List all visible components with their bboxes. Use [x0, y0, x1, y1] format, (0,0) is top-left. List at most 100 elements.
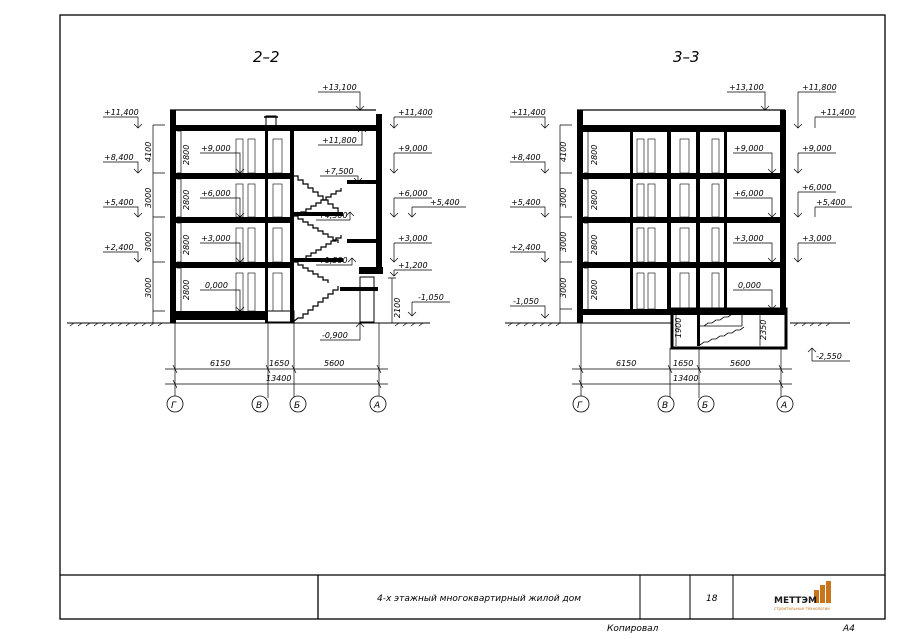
- left-dim-chain: [152, 124, 182, 323]
- logo-tagline: строительные технологии: [774, 606, 830, 611]
- format-label: А4: [842, 624, 855, 634]
- section-title: 3–3: [673, 48, 700, 66]
- elev-left-8400: +8,400: [511, 153, 541, 162]
- hdim-13400: 13400: [266, 374, 291, 383]
- elev-right-3000: +3,000: [802, 234, 832, 243]
- elev-left-5400: +5,400: [511, 198, 541, 207]
- hdim-13400: 13400: [673, 374, 698, 383]
- vertical-dim-2350: 2350: [759, 320, 768, 340]
- floor-slab-3: [170, 173, 291, 179]
- entrance-canopy: [359, 267, 383, 274]
- left-dim-chain: [559, 124, 761, 346]
- elevation-marks-right: [793, 91, 856, 362]
- elevation-marks-inner: [200, 152, 245, 312]
- title-block: 4-х этажный многоквартирный жилой дом 18…: [60, 574, 885, 634]
- elev-left-8400: +8,400: [104, 153, 134, 162]
- elev-right-6000: +6,000: [398, 189, 428, 198]
- axis-g: Г: [577, 401, 583, 411]
- landing-3: [293, 212, 343, 216]
- landing-4: [347, 180, 379, 184]
- stair-flights: [292, 175, 342, 323]
- basement-inner-wall: [697, 312, 700, 346]
- elev-inner-3000: +3,000: [734, 234, 764, 243]
- elev-right-6000: +6,000: [802, 183, 832, 192]
- hdim-6150: 6150: [210, 359, 230, 368]
- elev-inner-9000: +9,000: [734, 144, 764, 153]
- right-outer-wall: [780, 110, 786, 310]
- ground-hatch: [69, 322, 424, 327]
- section-2-2: 2–2: [67, 48, 466, 413]
- vertical-dim-4100: 4100: [559, 142, 568, 162]
- floor-slab-3: [577, 173, 786, 179]
- elev-stair-0900: -0,900: [322, 331, 348, 340]
- copied-by-label: Копировал: [607, 624, 659, 634]
- horizontal-dims: [572, 323, 792, 398]
- elev-right-9000: +9,000: [398, 144, 428, 153]
- hdim-6150: 6150: [616, 359, 636, 368]
- elev-inner-0000: 0,000: [738, 281, 761, 290]
- vertical-dim-2800c: 2800: [182, 235, 191, 255]
- vertical-dim-2800b: 2800: [590, 190, 599, 210]
- elev-stair-1500: +1,500: [318, 256, 348, 265]
- elev-left-11400: +11,400: [511, 108, 546, 117]
- landing-1: [293, 258, 343, 262]
- hdim-5600: 5600: [730, 359, 750, 368]
- vertical-dim-2800b: 2800: [182, 190, 191, 210]
- elev-inner-9000: +9,000: [201, 144, 231, 153]
- elev-left-2400: +2,400: [511, 243, 541, 252]
- axis-b: Б: [702, 401, 708, 411]
- ground-hatch: [507, 322, 831, 327]
- floor-slab-2: [170, 217, 291, 223]
- elev-right-11800: +11,800: [802, 83, 837, 92]
- vertical-dim-2800c: 2800: [590, 235, 599, 255]
- axis-bubbles: [166, 395, 387, 413]
- elev-right-11400: +11,400: [398, 108, 433, 117]
- ground-slab: [170, 311, 266, 320]
- elev-top-13100: +13,100: [322, 83, 357, 92]
- vertical-dim-2800d: 2800: [590, 280, 599, 300]
- elev-inner-6000: +6,000: [201, 189, 231, 198]
- section-3-3: 3–3: [505, 48, 856, 413]
- elev-top-13100: +13,100: [729, 83, 764, 92]
- left-outer-wall: [170, 110, 176, 323]
- vertical-dim-3000c: 3000: [559, 278, 568, 298]
- elevation-marks-left: [103, 116, 143, 263]
- top-elevation-mark: [727, 91, 770, 111]
- interior-walls: [630, 132, 727, 309]
- elevation-marks-left: [510, 116, 550, 319]
- elevation-marks-right: [389, 116, 466, 317]
- vertical-dim-2800d: 2800: [182, 280, 191, 300]
- vertical-dim-3000b: 3000: [559, 232, 568, 252]
- basement-wall: [265, 310, 295, 323]
- company-logo: МЕТТЭМ строительные технологии: [774, 581, 831, 611]
- sheet-number: 18: [706, 594, 718, 604]
- ground-slab: [577, 309, 786, 315]
- elevation-marks-inner: [733, 152, 777, 310]
- vertical-dim-2100: 2100: [393, 298, 402, 318]
- project-title: 4-х этажный многоквартирный жилой дом: [377, 594, 581, 604]
- axis-v: В: [662, 401, 668, 411]
- landing-2: [347, 239, 379, 243]
- vertical-dim-2800a: 2800: [590, 145, 599, 165]
- top-elevation-mark: [318, 91, 365, 111]
- axis-v: В: [256, 401, 262, 411]
- elev-stair-7500: +7,500: [324, 167, 354, 176]
- basement-stair: [699, 310, 745, 346]
- axis-a: А: [780, 401, 787, 411]
- elevation-marks-stair: [316, 127, 367, 341]
- vertical-dim-4100: 4100: [144, 142, 153, 162]
- right-outer-wall: [376, 114, 382, 274]
- sheet-frame: [59, 14, 886, 620]
- right-dim-line: [388, 277, 396, 324]
- vertical-dim-1900: 1900: [674, 318, 683, 338]
- axis-bubbles: [572, 395, 794, 413]
- landing-0: [340, 287, 378, 291]
- hdim-1650: 1650: [269, 359, 289, 368]
- elev-left-11400: +11,400: [104, 108, 139, 117]
- axis-g: Г: [171, 401, 177, 411]
- elev-right-5400: +5,400: [430, 198, 460, 207]
- basement-box: [670, 307, 788, 350]
- horizontal-dims: [165, 323, 388, 398]
- left-outer-wall: [577, 110, 583, 323]
